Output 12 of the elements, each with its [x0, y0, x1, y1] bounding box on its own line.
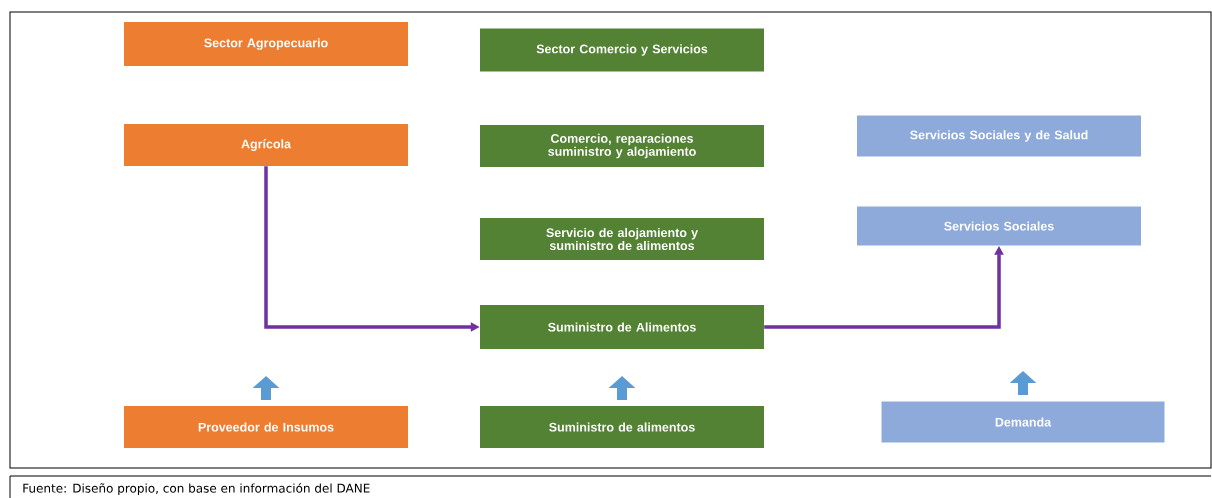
sector-box: Proveedor de Insumos: [124, 406, 408, 448]
sector-box: Demanda: [881, 401, 1165, 443]
sector-box: Suministro de alimentos: [480, 406, 764, 448]
sector-box: Comercio, reparaciones suministro y alojamiento: [480, 125, 764, 167]
sector-box: Agrícola: [124, 124, 408, 166]
sector-box: Suministro de Alimentos: [480, 305, 764, 349]
sector-box: Servicio de alojamiento y suministro de alimentos: [480, 218, 764, 260]
sector-box: Servicios Sociales y de Salud: [857, 115, 1141, 157]
sector-box: Servicios Sociales: [857, 206, 1141, 246]
sector-box: Sector Agropecuario: [124, 22, 408, 66]
caption: Fuente: Diseño propio, con base en información del DANE: [23, 482, 370, 496]
sector-box: Sector Comercio y Servicios: [480, 28, 764, 72]
